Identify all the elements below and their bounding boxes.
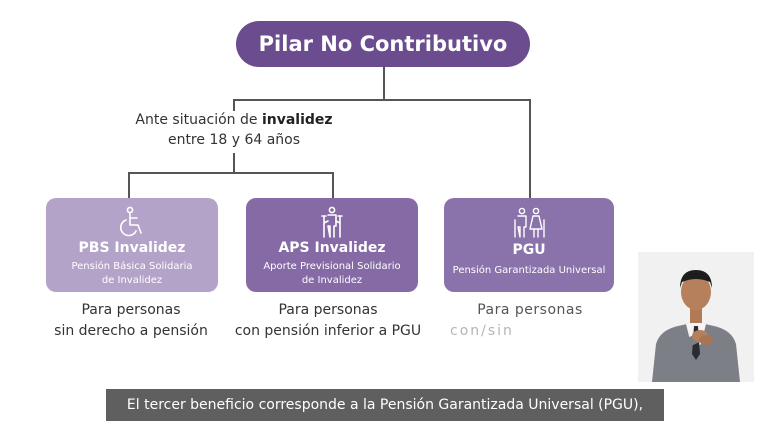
condition-age-range: entre 18 y 64 años — [167, 132, 301, 148]
card-pbs-title: PBS Invalidez — [78, 240, 186, 256]
card-pbs-invalidez: PBS Invalidez Pensión Básica Solidaria d… — [46, 198, 218, 292]
description-pgu-line1: Para personas — [477, 302, 583, 318]
condition-emphasis: invalidez — [261, 112, 333, 128]
connector-right-drop — [529, 99, 531, 198]
card-pbs-subtitle-line2: de Invalidez — [101, 275, 163, 286]
description-aps-line2: con pensión inferior a PGU — [234, 323, 422, 339]
card-aps-subtitle: Aporte Previsional Solidario de Invalide… — [252, 260, 412, 288]
person-with-crutches-icon — [321, 206, 343, 238]
sign-language-interpreter-video — [638, 252, 754, 382]
connector-condition-stem — [233, 153, 235, 173]
condition-text: Ante situación de invalidez entre 18 y 6… — [120, 110, 348, 150]
description-pgu-line2: con/sin — [450, 323, 514, 339]
wheelchair-icon — [120, 206, 142, 237]
description-aps: Para personas con pensión inferior a PGU — [228, 300, 428, 342]
description-pgu: Para personas con/sin — [440, 300, 620, 342]
description-pbs-line2: sin derecho a pensión — [54, 323, 208, 339]
condition-line1: Ante situación de invalidez — [120, 110, 348, 130]
card-pgu: PGU Pensión Garantizada Universal — [444, 198, 614, 292]
card-pgu-subtitle-line1: Pensión Garantizada Universal — [452, 265, 606, 276]
interpreter-figure — [638, 252, 754, 382]
card-aps-subtitle-line1: Aporte Previsional Solidario — [263, 261, 401, 272]
title-box: Pilar No Contributivo — [236, 21, 530, 67]
connector-mid-horizontal — [128, 172, 334, 174]
connector-aps-drop — [332, 172, 334, 198]
card-aps-invalidez: APS Invalidez Aporte Previsional Solidar… — [246, 198, 418, 292]
subtitle-caption-text: El tercer beneficio corresponde a la Pen… — [126, 397, 644, 413]
elderly-couple-icon — [514, 207, 545, 238]
card-pbs-subtitle-line1: Pensión Básica Solidaria — [71, 261, 193, 272]
card-pgu-title: PGU — [512, 242, 546, 258]
description-aps-line1: Para personas — [278, 302, 378, 318]
connector-pbs-drop — [128, 172, 130, 198]
description-pbs: Para personas sin derecho a pensión — [36, 300, 226, 342]
card-pgu-subtitle: Pensión Garantizada Universal — [450, 264, 608, 278]
card-aps-title: APS Invalidez — [278, 240, 386, 256]
description-pbs-line1: Para personas — [81, 302, 181, 318]
card-pbs-subtitle: Pensión Básica Solidaria de Invalidez — [52, 260, 212, 288]
diagram-title: Pilar No Contributivo — [258, 32, 508, 56]
subtitle-caption: El tercer beneficio corresponde a la Pen… — [106, 389, 664, 421]
connector-top-horizontal — [233, 99, 531, 101]
connector-left-drop — [233, 99, 235, 111]
card-aps-subtitle-line2: de Invalidez — [301, 275, 363, 286]
condition-prefix: Ante situación de — [135, 112, 258, 128]
connector-title-stem — [383, 67, 385, 100]
